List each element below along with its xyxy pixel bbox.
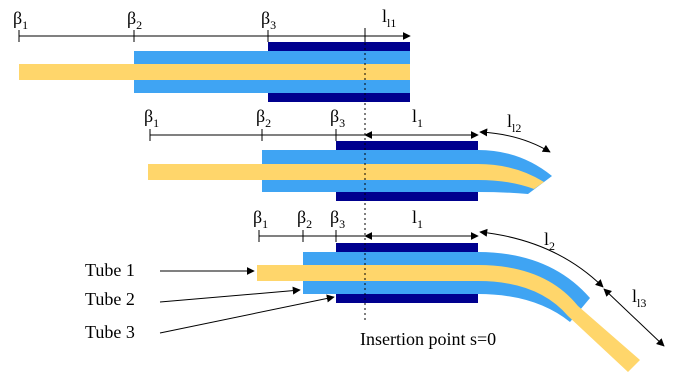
configuration-2: β1 β2 β3 l1 ll2 xyxy=(144,106,552,201)
tube1-curved-segment xyxy=(478,164,544,189)
beta2-label: β2 xyxy=(297,207,312,231)
arc-l2 xyxy=(479,228,604,288)
l2-label: l2 xyxy=(544,229,555,253)
l-l1-label: ll1 xyxy=(382,6,396,30)
beta3-label: β3 xyxy=(261,8,276,32)
configuration-1: β1 β2 β3 ll1 xyxy=(13,6,411,102)
beta2-label: β2 xyxy=(127,8,142,32)
tube1-label: Tube 1 xyxy=(85,260,135,280)
tube1-curved-segment xyxy=(478,265,640,372)
tube1-segment xyxy=(257,265,478,281)
tube3-arrow xyxy=(159,294,335,334)
configuration-3: β1 β2 β3 l1 l2 ll3 Tube 1 Tube 2 Tube 3 xyxy=(85,207,665,372)
l-l2-label: ll2 xyxy=(507,111,521,135)
l1-label: l1 xyxy=(412,207,423,231)
insertion-point-label: Insertion point s=0 xyxy=(360,329,496,349)
tube3-label: Tube 3 xyxy=(85,322,135,342)
tube1-segment xyxy=(19,64,410,80)
tube1-segment xyxy=(148,164,478,180)
beta3-label: β3 xyxy=(330,207,345,231)
beta1-label: β1 xyxy=(253,207,268,231)
arc-l-l2 xyxy=(479,128,551,153)
beta2-label: β2 xyxy=(256,106,271,130)
beta3-label: β3 xyxy=(330,106,345,130)
tube2-label: Tube 2 xyxy=(85,289,135,309)
l-l3-label: ll3 xyxy=(632,286,646,310)
tube2-arrow xyxy=(159,286,301,303)
arrow-l-l3 xyxy=(603,288,665,347)
l1-label: l1 xyxy=(412,106,423,130)
beta1-label: β1 xyxy=(13,8,28,32)
beta1-label: β1 xyxy=(144,106,159,130)
